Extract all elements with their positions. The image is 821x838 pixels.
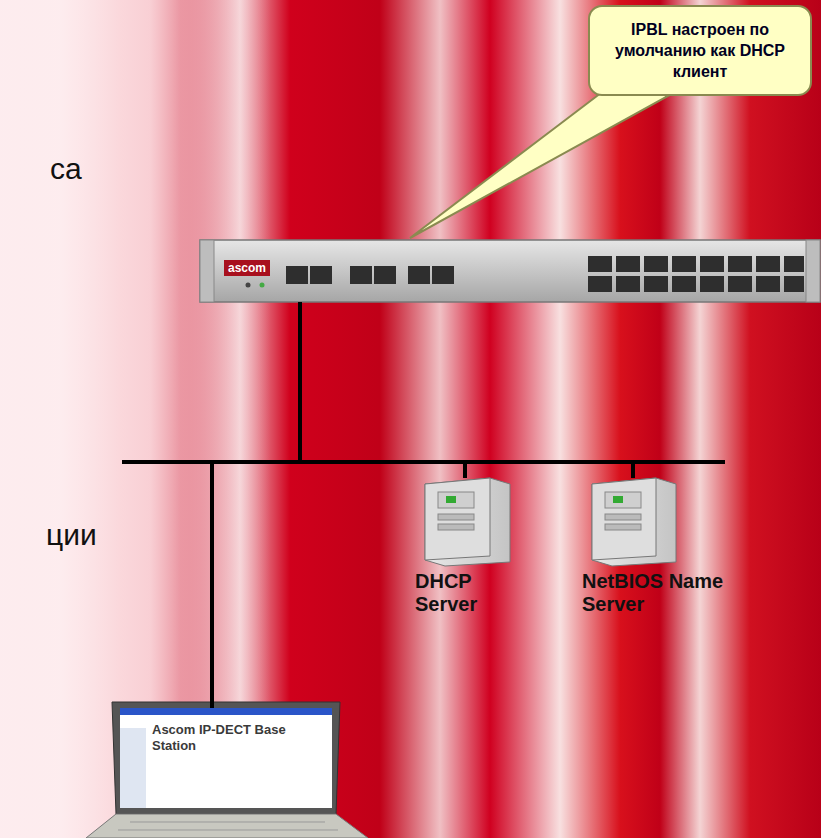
server-icon xyxy=(425,478,510,566)
slide-text: ции xyxy=(46,518,97,552)
server-box: NetBIOS Name Server xyxy=(582,478,725,622)
gateway-device xyxy=(200,240,820,302)
node-text: DHCP Server xyxy=(415,570,523,616)
callout-tail xyxy=(410,80,668,238)
slide-text: са xyxy=(50,152,82,186)
node-text: ascom xyxy=(224,260,270,276)
node-text: NetBIOS Name Server xyxy=(582,570,725,616)
network-cable xyxy=(212,302,300,708)
network-cable xyxy=(300,302,465,478)
node-text: Ascom IP-DECT Base Station xyxy=(152,722,290,754)
network-cable xyxy=(300,302,633,478)
node-text: IPBL настроен по умолчанию как DHCP клие… xyxy=(606,19,794,82)
laptop-box: Ascom IP-DECT Base Station xyxy=(130,708,294,760)
bus-line xyxy=(631,460,725,464)
server-icon xyxy=(592,478,676,566)
laptop-icon xyxy=(86,702,368,838)
callout-box: IPBL настроен по умолчанию как DHCP клие… xyxy=(588,5,812,96)
server-box: DHCP Server xyxy=(415,478,523,622)
gateway-box: ascom xyxy=(200,240,820,302)
bus-line xyxy=(122,460,214,464)
